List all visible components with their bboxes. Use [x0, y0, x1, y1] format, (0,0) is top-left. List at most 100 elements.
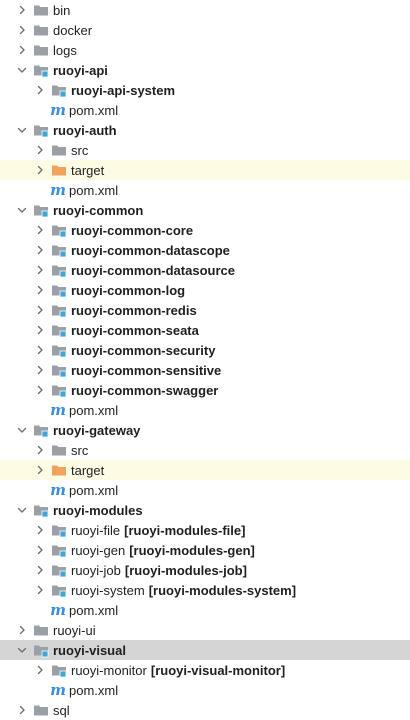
module-folder-icon [33, 642, 49, 658]
tree-row[interactable]: src [0, 440, 410, 460]
chevron-right-icon[interactable] [34, 344, 46, 356]
tree-item-label: ruoyi-common-seata [71, 322, 199, 338]
chevron-right-icon[interactable] [34, 324, 46, 336]
tree-item-label: ruoyi-visual [53, 642, 126, 658]
maven-icon: m [50, 181, 66, 199]
tree-item-label: ruoyi-api-system [71, 82, 176, 98]
tree-row[interactable]: ruoyi-common-log [0, 280, 410, 300]
tree-row[interactable]: ruoyi-gateway [0, 420, 410, 440]
tree-row[interactable]: ruoyi-ui [0, 620, 410, 640]
tree-row[interactable]: ruoyi-gen[ruoyi-modules-gen] [0, 540, 410, 560]
chevron-down-icon[interactable] [16, 504, 28, 516]
chevron-right-icon[interactable] [16, 4, 28, 16]
chevron-right-icon[interactable] [34, 524, 46, 536]
tree-row[interactable]: bin [0, 0, 410, 20]
tree-row[interactable]: docker [0, 20, 410, 40]
tree-item-label: pom.xml [69, 182, 119, 198]
tree-item-label: target [71, 162, 105, 178]
chevron-right-icon[interactable] [16, 44, 28, 56]
tree-row[interactable]: ruoyi-common-swagger [0, 380, 410, 400]
chevron-right-icon[interactable] [16, 624, 28, 636]
chevron-spacer [34, 104, 46, 116]
tree-row[interactable]: ruoyi-common-security [0, 340, 410, 360]
chevron-down-icon[interactable] [16, 124, 28, 136]
tree-item-label: pom.xml [69, 682, 119, 698]
chevron-right-icon[interactable] [34, 464, 46, 476]
chevron-right-icon[interactable] [34, 284, 46, 296]
chevron-right-icon[interactable] [34, 164, 46, 176]
chevron-down-icon[interactable] [16, 424, 28, 436]
module-name-suffix: [ruoyi-modules-file] [124, 522, 246, 538]
tree-item-label: ruoyi-gateway [53, 422, 141, 438]
chevron-right-icon[interactable] [34, 384, 46, 396]
chevron-down-icon[interactable] [16, 644, 28, 656]
tree-row[interactable]: ruoyi-api [0, 60, 410, 80]
chevron-right-icon[interactable] [16, 704, 28, 716]
chevron-down-icon[interactable] [16, 204, 28, 216]
chevron-right-icon[interactable] [16, 24, 28, 36]
tree-row[interactable]: ruoyi-common [0, 200, 410, 220]
tree-row[interactable]: ruoyi-file[ruoyi-modules-file] [0, 520, 410, 540]
tree-row[interactable]: ruoyi-modules [0, 500, 410, 520]
module-folder-icon [51, 262, 67, 278]
tree-row[interactable]: ruoyi-job[ruoyi-modules-job] [0, 560, 410, 580]
tree-row[interactable]: sql [0, 700, 410, 720]
target-folder-icon [51, 462, 67, 478]
tree-item-label: ruoyi-common [53, 202, 144, 218]
tree-item-label: ruoyi-common-core [71, 222, 194, 238]
chevron-right-icon[interactable] [34, 144, 46, 156]
chevron-right-icon[interactable] [34, 244, 46, 256]
chevron-right-icon[interactable] [34, 364, 46, 376]
chevron-right-icon[interactable] [34, 304, 46, 316]
tree-row[interactable]: target [0, 160, 410, 180]
tree-row[interactable]: ruoyi-common-redis [0, 300, 410, 320]
chevron-right-icon[interactable] [34, 544, 46, 556]
tree-row[interactable]: ruoyi-common-sensitive [0, 360, 410, 380]
tree-row[interactable]: ruoyi-auth [0, 120, 410, 140]
tree-row[interactable]: target [0, 460, 410, 480]
tree-item-label: target [71, 462, 105, 478]
chevron-right-icon[interactable] [34, 84, 46, 96]
tree-item-label: bin [53, 2, 71, 18]
maven-icon: m [50, 601, 66, 619]
tree-item-label: ruoyi-common-datascope [71, 242, 230, 258]
tree-item-label: pom.xml [69, 102, 119, 118]
tree-row[interactable]: ruoyi-visual [0, 640, 410, 660]
module-folder-icon [51, 282, 67, 298]
chevron-right-icon[interactable] [34, 444, 46, 456]
tree-row[interactable]: ruoyi-common-datascope [0, 240, 410, 260]
tree-item-label: ruoyi-ui [53, 622, 96, 638]
module-folder-icon [51, 582, 67, 598]
tree-row[interactable]: ruoyi-common-datasource [0, 260, 410, 280]
tree-row[interactable]: ruoyi-common-core [0, 220, 410, 240]
tree-item-label: ruoyi-job [71, 562, 121, 578]
tree-row[interactable]: ruoyi-system[ruoyi-modules-system] [0, 580, 410, 600]
tree-item-label: ruoyi-file [71, 522, 121, 538]
chevron-right-icon[interactable] [34, 264, 46, 276]
tree-row[interactable]: ruoyi-common-seata [0, 320, 410, 340]
target-folder-icon [51, 162, 67, 178]
module-folder-icon [33, 202, 49, 218]
chevron-down-icon[interactable] [16, 64, 28, 76]
tree-row[interactable]: src [0, 140, 410, 160]
chevron-spacer [34, 684, 46, 696]
tree-row[interactable]: ruoyi-monitor[ruoyi-visual-monitor] [0, 660, 410, 680]
tree-row[interactable]: logs [0, 40, 410, 60]
folder-icon [33, 42, 49, 58]
chevron-right-icon[interactable] [34, 664, 46, 676]
chevron-right-icon[interactable] [34, 564, 46, 576]
module-folder-icon [33, 62, 49, 78]
chevron-right-icon[interactable] [34, 224, 46, 236]
tree-row[interactable]: ruoyi-api-system [0, 80, 410, 100]
chevron-right-icon[interactable] [34, 584, 46, 596]
tree-item-label: ruoyi-modules [53, 502, 143, 518]
tree-item-label: logs [53, 42, 77, 58]
tree-item-label: ruoyi-common-swagger [71, 382, 219, 398]
